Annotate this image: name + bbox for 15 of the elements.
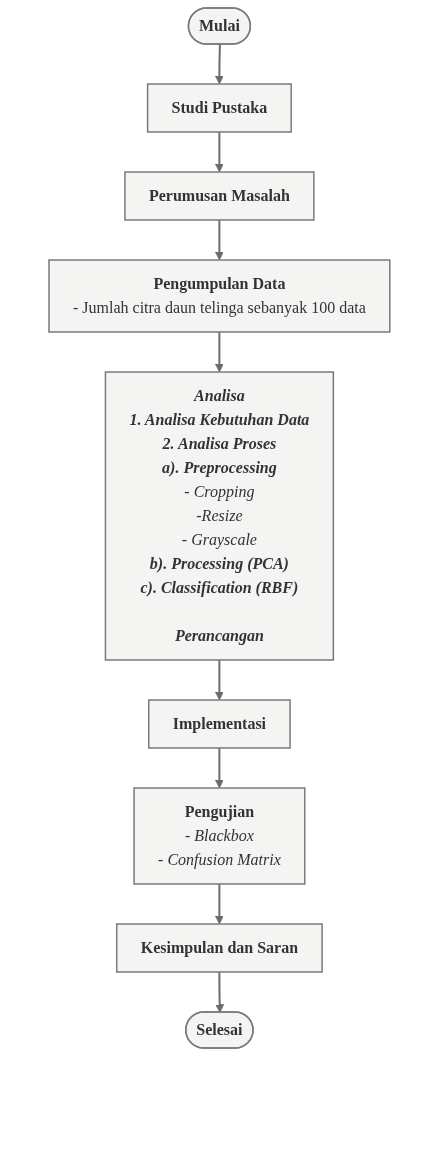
node-box	[115, 923, 323, 973]
arrow	[214, 883, 224, 925]
arrow	[214, 971, 224, 1013]
arrow	[214, 43, 224, 85]
node-box	[47, 259, 391, 333]
arrow	[214, 331, 224, 373]
arrow	[214, 659, 224, 701]
node-box	[132, 787, 306, 885]
node-box	[123, 171, 315, 221]
node-box	[147, 699, 291, 749]
arrow	[214, 131, 224, 173]
arrow	[214, 219, 224, 261]
node-box	[104, 371, 334, 661]
node-box	[146, 83, 292, 133]
arrow	[214, 747, 224, 789]
